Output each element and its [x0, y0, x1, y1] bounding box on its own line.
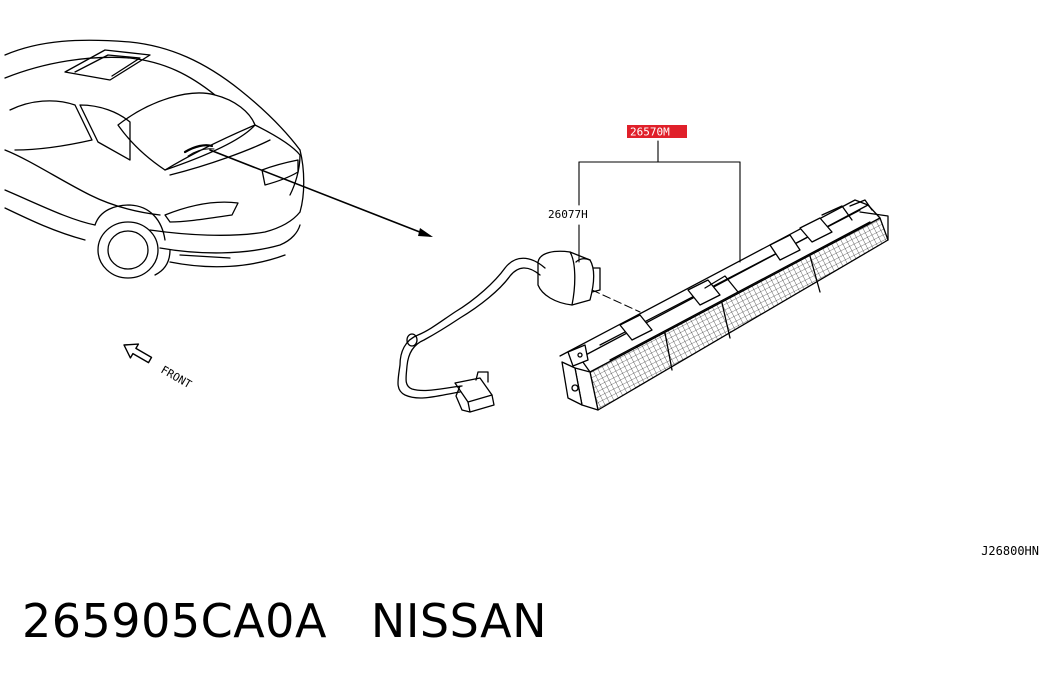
brand-name: NISSAN: [370, 594, 548, 648]
harness-part-callout[interactable]: 26077H: [548, 208, 588, 221]
highlighted-part-callout[interactable]: 26570M: [630, 126, 670, 139]
highlighted-part-callout-box: [627, 125, 687, 138]
part-number: 265905CA0A: [22, 594, 327, 648]
exploded-parts-diagram: FRONT 26570M 26077H: [4, 39, 889, 413]
diagram-reference-code: J26800HN: [981, 544, 1039, 558]
high-mount-stop-lamp: [559, 199, 889, 411]
front-label: FRONT: [159, 363, 195, 391]
location-arrow: [209, 149, 433, 237]
wiring-harness: [397, 250, 601, 413]
front-direction-arrow-icon: [123, 343, 153, 364]
callout-bracket: [578, 140, 741, 263]
harness-connector: [454, 371, 495, 413]
harness-socket: [537, 250, 601, 306]
insertion-guide-line: [591, 289, 641, 313]
car-outline-illustration: [4, 39, 305, 279]
